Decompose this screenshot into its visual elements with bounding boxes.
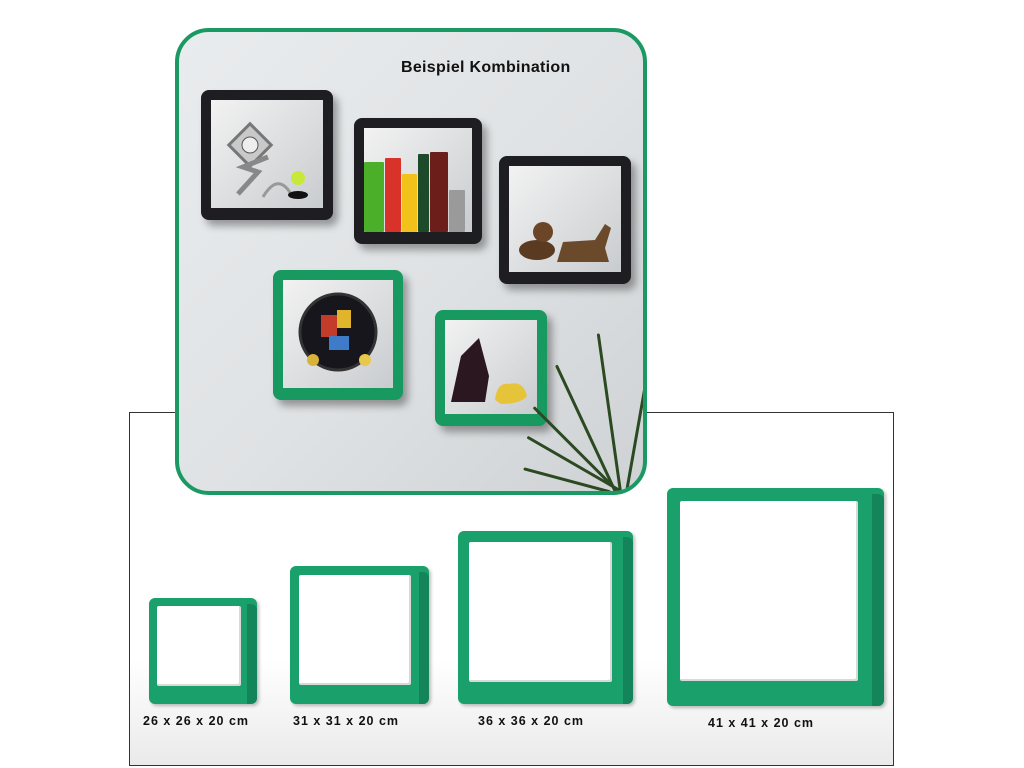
plant-leaf (554, 364, 617, 491)
size-label-41: 41 x 41 x 20 cm (708, 716, 815, 730)
book-green (364, 162, 384, 232)
cube-depth (419, 572, 429, 704)
decorative-plate-icon (298, 292, 378, 372)
plant-decoration (523, 312, 643, 491)
book-yellow (402, 174, 417, 232)
cube-depth (623, 537, 633, 704)
cube-opening (157, 606, 241, 686)
cube-36cm (458, 531, 633, 704)
plant-leaf (596, 333, 622, 491)
book-brown (430, 152, 448, 232)
cube-depth (872, 494, 884, 706)
black-shelf-books (354, 118, 482, 244)
plant-leaf (526, 435, 624, 491)
green-shelf-crystal (435, 310, 547, 426)
plant-leaf (625, 344, 643, 491)
dog-figurines-icon (519, 222, 611, 262)
cube-26cm (149, 598, 257, 704)
cube-41cm (667, 488, 884, 706)
cube-opening (299, 575, 411, 685)
black-shelf-clock (201, 90, 333, 220)
green-shelf-plate (273, 270, 403, 400)
book-darkgreen (418, 154, 429, 232)
black-shelf-dogs (499, 156, 631, 284)
size-label-36: 36 x 36 x 20 cm (478, 714, 585, 728)
example-photo: Beispiel Kombination (175, 28, 647, 495)
cube-opening (680, 501, 858, 681)
clock-decoration-icon (226, 121, 308, 199)
size-label-31: 31 x 31 x 20 cm (293, 714, 400, 728)
book-red (385, 158, 401, 232)
crystal-decoration-icon (451, 338, 527, 404)
cube-31cm (290, 566, 429, 704)
size-label-26: 26 x 26 x 20 cm (143, 714, 250, 728)
book-grey (449, 190, 465, 232)
photo-title: Beispiel Kombination (401, 59, 571, 76)
cube-opening (469, 542, 612, 682)
cube-depth (247, 604, 257, 704)
